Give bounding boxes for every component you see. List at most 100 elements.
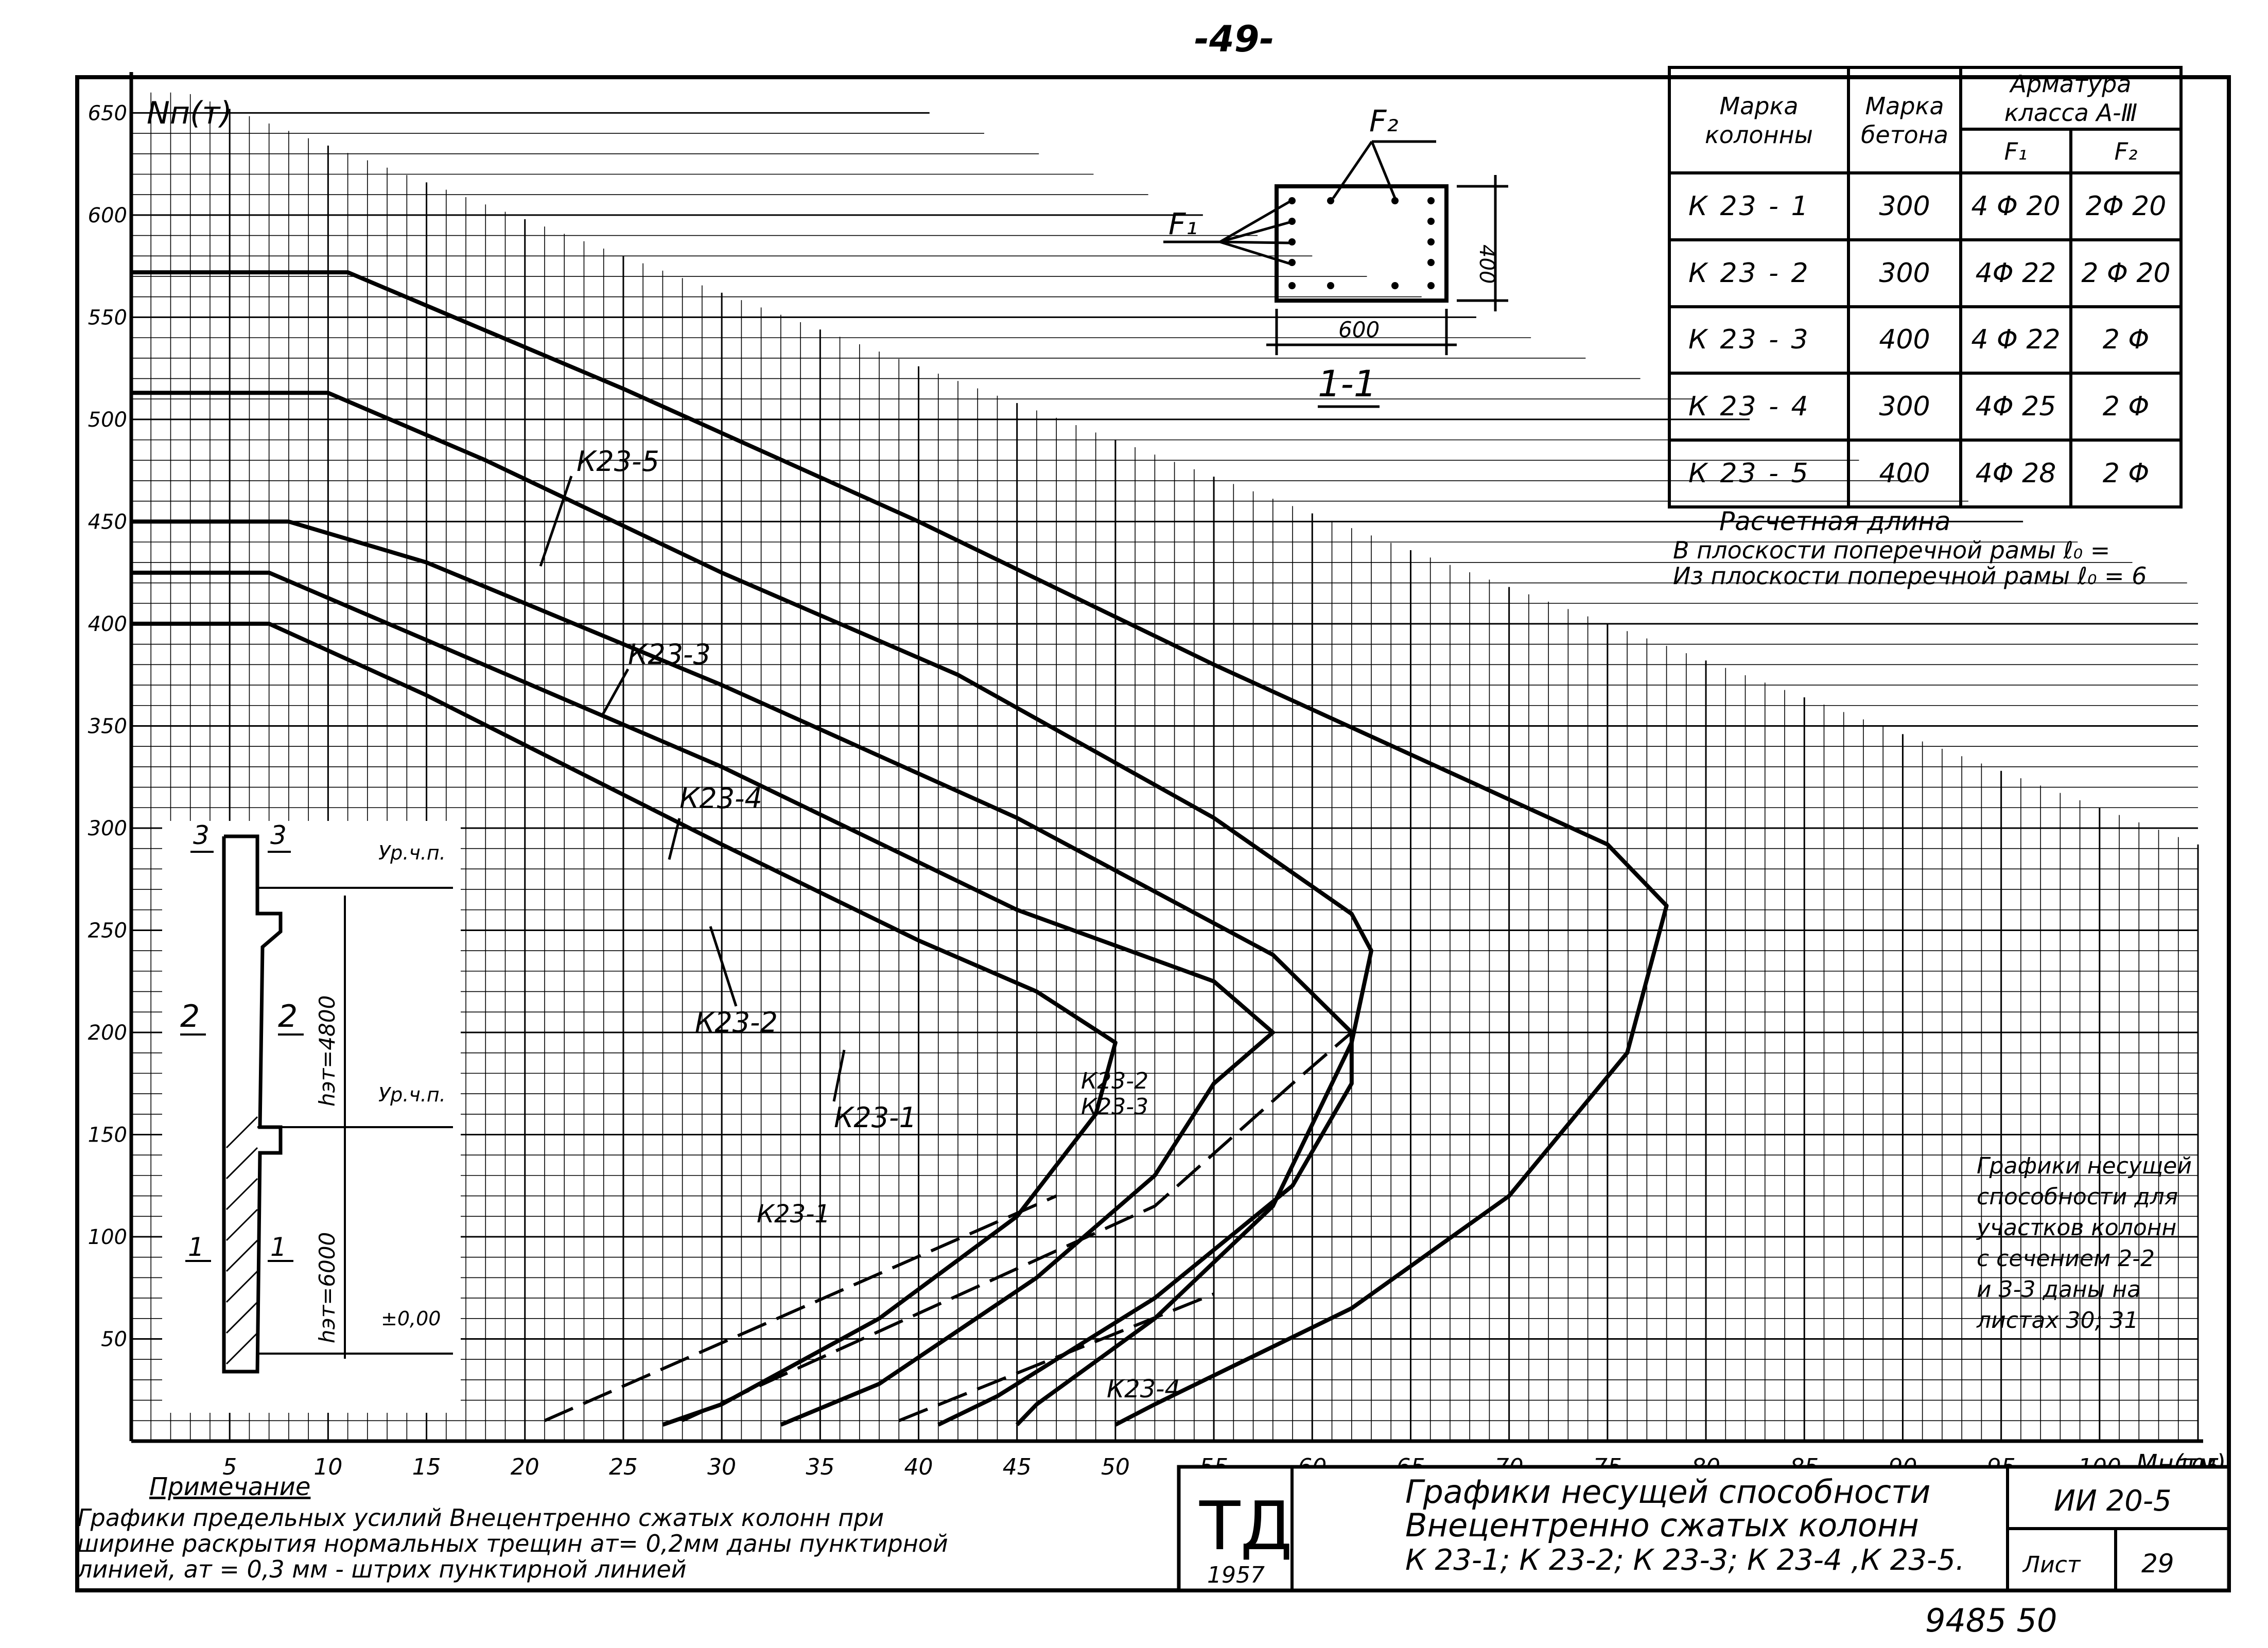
table-header-f1: F₁: [1959, 128, 2072, 174]
note-line-2: ширине раскрытия нормальных трещин aт= 0…: [77, 1530, 948, 1557]
annotation-k23-2: К23-2: [695, 1006, 778, 1039]
annotation-k23-3: К23-3: [628, 638, 711, 671]
cell-mark: К 23 - 5: [1668, 439, 1850, 509]
label-f1: F₁: [1168, 206, 1198, 241]
table-row: К 23 - 3 400 4 Φ 22 2 Φ: [1668, 305, 2183, 375]
side-note-line-3: с сечением 2-2: [1977, 1246, 2155, 1272]
x-tick-label: 30: [707, 1454, 736, 1480]
mark-1b: 1: [270, 1232, 287, 1262]
stamp-logo: ТД: [1199, 1487, 1293, 1565]
reinforcement-table: Марка колонны Марка бетона Арматура клас…: [1668, 66, 2183, 509]
y-tick-label: 100: [88, 1225, 127, 1249]
y-axis-label: Nп(т): [147, 95, 232, 131]
y-tick-label: 500: [88, 408, 127, 432]
y-tick-label: 450: [88, 510, 127, 534]
stamp-sheet-label: Лист: [2022, 1552, 2081, 1578]
title-stamp: ТД 1957 Графики несущей способности Внец…: [1177, 1465, 2231, 1592]
x-tick-label: 40: [904, 1454, 933, 1480]
y-tick-label: 650: [88, 101, 127, 125]
cell-concrete: 300: [1847, 171, 1962, 241]
series-line-к23-1: [544, 1194, 1057, 1423]
cell-f2: 2 Φ: [2069, 305, 2183, 375]
annotation-k23-3-dashed: К23-3: [1081, 1094, 1148, 1120]
cell-mark: К 23 - 2: [1668, 238, 1850, 308]
table-header-rebar: Арматура класса А-Ⅲ: [1959, 66, 2183, 131]
x-tick-label: 35: [806, 1454, 834, 1480]
stamp-code: ИИ 20-5: [2054, 1484, 2172, 1518]
table-row: К 23 - 4 300 4Φ 25 2 Φ: [1668, 372, 2183, 442]
note-block: Примечание Графики предельных усилий Вне…: [77, 1472, 948, 1583]
series-group: [131, 270, 1669, 1427]
x-tick-label: 50: [1101, 1454, 1130, 1480]
series-line-к23-4: [898, 1292, 1215, 1423]
annotation-k23-1: К23-1: [834, 1101, 917, 1134]
section-name: 1-1: [1318, 363, 1376, 405]
cell-f1: 4Φ 25: [1959, 372, 2072, 442]
note-heading: Примечание: [149, 1472, 310, 1501]
level-zero: ±0,00: [381, 1307, 441, 1330]
section-outline: [1275, 184, 1449, 303]
series-line-к23-5: [131, 270, 1669, 1427]
stamp-title-2: Внецентренно сжатых колонн: [1405, 1506, 1919, 1544]
label-f2: F₂: [1369, 103, 1399, 138]
x-tick-label: 25: [609, 1454, 638, 1480]
cell-mark: К 23 - 4: [1668, 372, 1850, 442]
x-tick-label: 10: [313, 1454, 342, 1480]
y-tick-label: 200: [88, 1021, 127, 1045]
cell-f2: 2Φ 20: [2069, 171, 2183, 241]
hatch: [225, 1116, 258, 1365]
footer-number: 9485 50: [1925, 1602, 2057, 1639]
side-note-line-0: Графики несущей: [1977, 1153, 2192, 1179]
cell-f2: 2 Φ: [2069, 372, 2183, 442]
rebar-dots: [1288, 197, 1435, 289]
design-length-title: Расчетная длина: [1719, 506, 1950, 536]
cell-f1: 4Φ 28: [1959, 439, 2072, 509]
series-annotations: К23-5 К23-3 К23-4 К23-2 К23-1 К23-2 К23-…: [539, 445, 1180, 1404]
annotation-k23-4-dashed: К23-4: [1107, 1375, 1180, 1404]
annotation-k23-4: К23-4: [679, 782, 762, 815]
cell-mark: К 23 - 1: [1668, 171, 1850, 241]
y-tick-label: 550: [88, 306, 127, 329]
design-length-line1: В плоскости поперечной рамы ℓ₀ =: [1673, 536, 2110, 564]
table-row: К 23 - 5 400 4Φ 28 2 Φ: [1668, 439, 2183, 509]
cell-concrete: 400: [1847, 305, 1962, 375]
dim-width: 600: [1338, 317, 1380, 342]
y-tick-label: 150: [88, 1123, 127, 1147]
y-tick-label: 250: [88, 919, 127, 942]
sheet-frame: [75, 75, 2231, 1592]
dim-height: 400: [1475, 244, 1498, 284]
series-line-к23-2: [682, 1031, 1353, 1423]
side-note-line-1: способности для: [1977, 1184, 2178, 1210]
page-number: -49-: [1194, 18, 1275, 60]
table-header-f2: F₂: [2069, 128, 2183, 174]
annotation-k23-5: К23-5: [577, 445, 659, 478]
design-length-line2: Из плоскости поперечной рамы ℓ₀ = 6: [1673, 562, 2147, 590]
cross-section: F₂ F₁ 400 600 1-1: [1163, 103, 1508, 408]
table-row: К 23 - 1 300 4 Φ 20 2Φ 20: [1668, 171, 2183, 241]
cell-f1: 4 Φ 22: [1959, 305, 2072, 375]
series-line-к23-1: [131, 621, 1118, 1427]
stamp-title-3: К 23-1; К 23-2; К 23-3; К 23-4 ,К 23-5.: [1405, 1544, 1965, 1577]
height-lower: hэт=6000: [315, 1232, 340, 1343]
annotation-k23-1-dashed: К23-1: [757, 1200, 830, 1229]
mark-2b: 2: [278, 998, 298, 1035]
table-header-mark: Марка колонны: [1668, 66, 1850, 174]
y-tick-label: 600: [88, 204, 127, 227]
mark-2a: 2: [180, 998, 200, 1035]
x-tick-label: 20: [511, 1454, 539, 1480]
cell-f2: 2 Φ 20: [2069, 238, 2183, 308]
side-note: Графики несущей способности для участков…: [1976, 1153, 2192, 1334]
cell-concrete: 300: [1847, 372, 1962, 442]
cell-f1: 4Φ 22: [1959, 238, 2072, 308]
note-line-3: линией, aт = 0,3 мм - штрих пунктирной л…: [77, 1555, 687, 1583]
level-2: Ур.ч.п.: [378, 1083, 446, 1106]
annotation-k23-2-dashed: К23-2: [1081, 1068, 1148, 1094]
capacity-chart: 5101520253035404550556065707580859095100…: [88, 72, 2226, 1480]
y-tick-label: 50: [101, 1327, 127, 1351]
mark-1a: 1: [188, 1232, 204, 1262]
x-tick-label: 15: [412, 1454, 441, 1480]
cell-f1: 4 Φ 20: [1959, 171, 2072, 241]
series-line-к23-2: [131, 570, 1275, 1427]
